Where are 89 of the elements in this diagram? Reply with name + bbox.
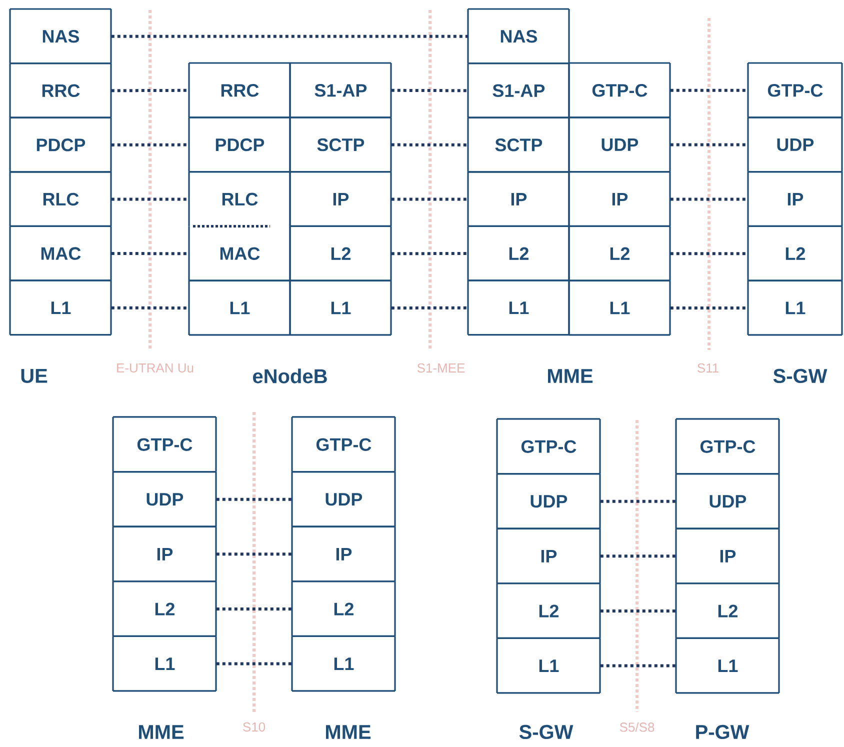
peer-link (670, 252, 748, 256)
peer-link (111, 252, 189, 256)
protocol-layer-box: IP (467, 171, 570, 227)
peer-link (391, 88, 468, 92)
stack-name: S-GW (519, 724, 574, 740)
protocol-layer-box: L1 (747, 280, 843, 336)
interface-label: E-UTRAN Uu (117, 363, 194, 373)
stack-name: MME (548, 369, 593, 383)
protocol-layer-box: UDP (568, 116, 671, 173)
peer-link (391, 143, 468, 146)
stack-name: S-GW (773, 368, 828, 384)
peer-link (670, 306, 748, 310)
peer-link (391, 198, 468, 201)
protocol-layer-box: GTP-C (568, 62, 671, 118)
peer-link (111, 143, 190, 146)
protocol-layer-box: L1 (188, 280, 291, 336)
peer-link (216, 498, 292, 501)
stack-name: MME (139, 725, 184, 739)
protocol-layer-box: L1 (289, 280, 392, 336)
protocol-layer-box: GTP-C (675, 418, 780, 475)
interface-label: S1-MEE (417, 363, 465, 373)
protocol-layer-box: L1 (467, 280, 570, 336)
stack-name: eNodeB (253, 368, 327, 384)
protocol-layer-box: L2 (289, 225, 392, 282)
protocol-layer-box: L2 (496, 582, 601, 639)
stack-name: MME (326, 725, 371, 739)
protocol-layer-box: L2 (467, 225, 570, 282)
peer-link (600, 609, 676, 612)
peer-link (670, 143, 748, 146)
protocol-layer-box: IP (112, 526, 217, 582)
peer-link (111, 88, 190, 92)
peer-link (600, 500, 676, 503)
protocol-layer-box: UDP (675, 472, 780, 530)
peer-link (391, 306, 468, 310)
protocol-layer-box: L1 (568, 280, 671, 336)
protocol-layer-box: GTP-C (747, 62, 843, 118)
protocol-layer-box: L2 (291, 580, 396, 637)
protocol-layer-box: IP (568, 170, 671, 227)
protocol-layer-box: MAC (9, 225, 112, 282)
protocol-layer-box: RLC (188, 170, 291, 228)
protocol-layer-box: GTP-C (112, 416, 217, 473)
protocol-layer-box: NAS (467, 8, 570, 64)
protocol-layer-box: L2 (675, 582, 780, 639)
interface-label: S5/S8 (620, 722, 654, 732)
protocol-layer-box: GTP-C (496, 418, 601, 475)
protocol-layer-box: UDP (112, 470, 217, 528)
protocol-layer-box: SCTP (467, 116, 570, 173)
peer-link (111, 198, 189, 201)
protocol-layer-box: L1 (496, 637, 601, 694)
protocol-layer-box: L1 (112, 635, 217, 692)
protocol-layer-box: IP (747, 170, 843, 227)
interface-label: S10 (243, 722, 266, 732)
protocol-layer-box: L2 (568, 225, 671, 282)
protocol-layer-box: IP (675, 528, 780, 584)
protocol-layer-box: L2 (112, 580, 217, 637)
protocol-layer-box: NAS (9, 8, 112, 64)
protocol-layer-box: IP (291, 526, 396, 582)
protocol-layer-box: UDP (747, 116, 843, 173)
protocol-layer-box: L1 (9, 280, 112, 336)
interface-label: S11 (698, 363, 718, 373)
protocol-layer-box: IP (496, 528, 601, 584)
protocol-layer-box: PDCP (188, 116, 291, 173)
protocol-layer-box: RRC (9, 62, 112, 118)
peer-link (391, 252, 468, 256)
protocol-layer-box: SCTP (289, 116, 392, 173)
protocol-layer-box: UDP (291, 470, 396, 528)
protocol-layer-box: RLC (9, 171, 112, 227)
peer-link (600, 554, 676, 558)
protocol-layer-box: L2 (747, 225, 843, 282)
protocol-layer-box: IP (289, 170, 392, 227)
peer-link (216, 607, 292, 610)
protocol-layer-box: S1-AP (289, 62, 392, 118)
protocol-layer-box: MAC (188, 226, 291, 282)
peer-link (600, 664, 676, 668)
peer-link (670, 198, 748, 201)
protocol-layer-box: L1 (291, 635, 396, 692)
stack-name: UE (21, 369, 48, 383)
peer-link (670, 88, 748, 92)
protocol-layer-box: UDP (496, 472, 601, 530)
stack-name: P-GW (696, 724, 750, 740)
protocol-layer-box: RRC (188, 62, 291, 118)
peer-link (111, 306, 190, 310)
peer-link (111, 34, 468, 38)
protocol-layer-box: L1 (675, 637, 780, 694)
protocol-layer-box: GTP-C (291, 416, 396, 473)
protocol-layer-box: S1-AP (467, 62, 570, 118)
peer-link (216, 662, 292, 666)
peer-link (216, 552, 292, 556)
protocol-layer-box: PDCP (9, 116, 112, 173)
